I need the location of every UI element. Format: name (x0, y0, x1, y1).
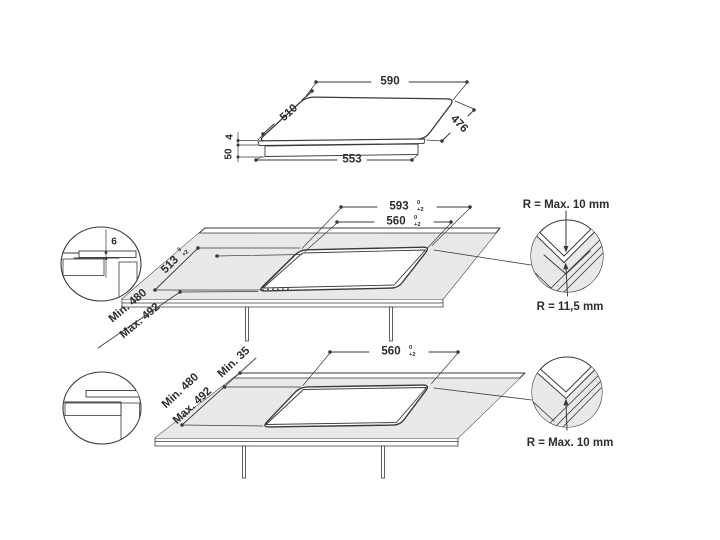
flush-corner-radius-detail: R = Max. 10 mm R = 11,5 mm (523, 199, 610, 313)
hatch-line (557, 383, 602, 427)
radius-arrow-down (563, 210, 569, 253)
hatch-line (551, 376, 602, 427)
dim-cutout-width: 560 0 +2 (302, 345, 460, 386)
dim-513-tol-lower: +2 (181, 249, 190, 258)
dim-cutout-outer: 593 0 +2 (301, 200, 472, 249)
radius-max-label: R = Max. 10 mm (523, 199, 610, 211)
radius-115-label: R = 11,5 mm (537, 301, 604, 313)
overlap-corner-radius-detail: R = Max. 10 mm (527, 356, 614, 449)
dim-513-tol-upper: 0 (177, 247, 184, 254)
control-dots (267, 288, 289, 291)
dim-width-bottom: 553 (254, 154, 419, 166)
radius-max-label: R = Max. 10 mm (527, 437, 614, 449)
hob-installed-inner-line (262, 249, 426, 289)
cabinet-leg (389, 306, 393, 342)
radius-arrow-up (563, 398, 569, 431)
hob-glass-edge (257, 138, 426, 146)
hob-bevel-line (260, 251, 299, 290)
hob-perspective-view: 590 510 476 553 (224, 76, 476, 166)
dim-width-top: 590 (305, 76, 469, 101)
cutout-edge-line (532, 357, 602, 393)
dim-thickness-height: 4 50 (224, 131, 265, 163)
dim-593-tol-upper: 0 (417, 200, 420, 206)
edge-band (531, 220, 603, 263)
dim-50-label: 50 (224, 148, 235, 160)
overlap-edge-detail (62, 371, 142, 445)
dim-560-tol-lower: +2 (414, 222, 421, 228)
cabinet-leg (381, 445, 385, 479)
dim-560-tol-lower: +2 (409, 352, 416, 358)
dim-560-tol-upper: 0 (414, 215, 417, 221)
glass-section (85, 390, 140, 398)
end-dot (465, 80, 469, 84)
hatch-line (545, 369, 602, 427)
worktop-section-hatch (62, 258, 105, 276)
detail-leader-line (433, 249, 532, 266)
hatch-line (532, 398, 555, 422)
overlap-installation-view: 560 0 +2 Min. 35 Min. 480 Max. 492 (154, 344, 533, 479)
cutout-edge-line (531, 223, 603, 264)
hob-glass-top (260, 96, 453, 142)
recess-depth-detail: 6 (60, 226, 142, 302)
detail-leader-line (433, 387, 533, 401)
dim-476-label: 476 (448, 113, 470, 135)
flush-installation-view: 593 0 +2 560 0 +2 513 0 +2 (97, 200, 532, 349)
cabinet-leg (245, 306, 249, 342)
dim-593-label: 593 (389, 201, 408, 213)
end-dot (314, 80, 318, 84)
dim-593-tol-lower: +2 (417, 207, 424, 213)
dim-560-label: 560 (386, 216, 405, 228)
dim-6-label: 6 (111, 237, 117, 248)
hatch-line (550, 242, 603, 292)
hatch-line (544, 235, 603, 292)
hatch-line (556, 249, 603, 292)
radius-arrow-up (563, 262, 569, 297)
cutout-edge-line (532, 361, 602, 400)
detail-circle (62, 371, 142, 445)
dim-4-label: 4 (225, 134, 236, 140)
dim-560-label: 560 (381, 346, 400, 358)
cutout-inner-line (265, 387, 427, 425)
dim-553-label: 553 (342, 154, 361, 166)
detail-circle (60, 226, 142, 302)
dim-560-tol-upper: 0 (409, 345, 412, 351)
dim-590-label: 590 (380, 76, 399, 88)
cabinet-leg (242, 445, 246, 479)
glass-section (78, 250, 137, 258)
dim-cutout-inner: 560 0 +2 (304, 215, 453, 252)
edge-band (532, 357, 602, 399)
